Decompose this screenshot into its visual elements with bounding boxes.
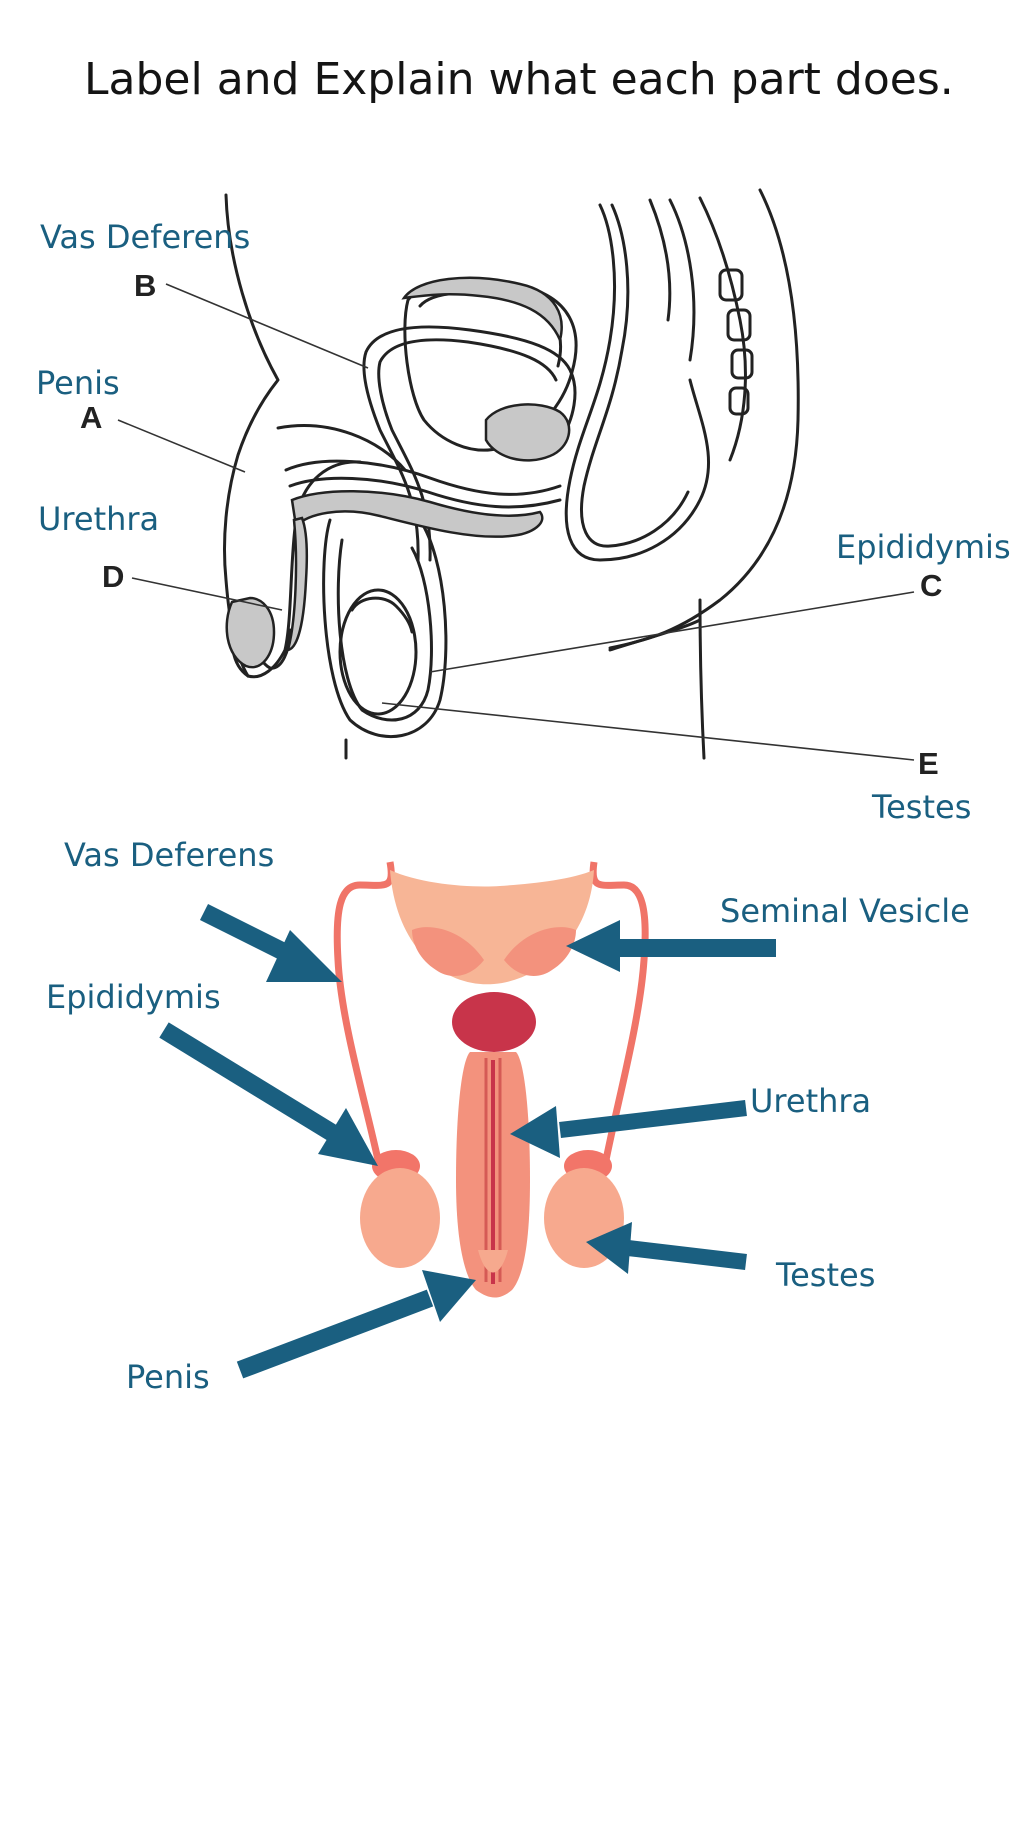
page-title: Label and Explain what each part does. (84, 54, 954, 105)
label-seminal-vesicle: Seminal Vesicle (720, 892, 970, 930)
rectum-outline (564, 203, 711, 562)
leader-line-e (381, 702, 915, 761)
vas-deferens-line (362, 325, 577, 562)
leader-line-c (429, 591, 915, 673)
seminal-vesicle-right (504, 927, 576, 976)
letter-d: D (102, 559, 125, 594)
glans-gray (225, 596, 276, 669)
seminal-vesicle-gray (401, 276, 563, 344)
label-testes-bottom: Testes (776, 1256, 876, 1294)
seminal-vesicle-left (412, 927, 484, 976)
arrow-vas-deferens (199, 903, 342, 982)
arrow-urethra (510, 1100, 747, 1158)
scrotum-outline (322, 518, 448, 739)
label-urethra-top: Urethra (38, 500, 160, 538)
arrow-seminal-vesicle (566, 920, 776, 972)
bladder-shape (390, 870, 594, 985)
letter-c: C (920, 568, 943, 603)
leader-line-b (165, 283, 369, 369)
label-vas-deferens-top: Vas Deferens (40, 218, 251, 256)
testis-shape (338, 588, 418, 716)
arrow-penis (236, 1270, 476, 1379)
arrow-epididymis (159, 1022, 378, 1166)
letter-b: B (134, 268, 157, 303)
spine-outline (608, 188, 800, 650)
arrow-testes (586, 1222, 747, 1274)
label-urethra-bottom: Urethra (750, 1082, 872, 1120)
label-testes-top: Testes (872, 788, 972, 826)
leader-line-d (131, 577, 283, 611)
label-vas-deferens-bottom: Vas Deferens (64, 836, 275, 874)
urethra-gray (286, 516, 309, 652)
prostate-shape (452, 992, 536, 1052)
letter-e: E (918, 746, 939, 781)
leader-line-a (117, 419, 246, 473)
label-penis-top: Penis (36, 364, 120, 402)
label-penis-bottom: Penis (126, 1358, 210, 1396)
prostate-gray (484, 403, 571, 462)
erectile-tissue-gray (290, 490, 544, 538)
label-epididymis-bottom: Epididymis (46, 978, 221, 1016)
letter-a: A (80, 400, 103, 435)
label-epididymis-top: Epididymis (836, 528, 1011, 566)
vas-deferens-left-tube (333, 861, 395, 1161)
urethra-line (284, 459, 562, 496)
frontal-diagram (333, 861, 649, 1298)
testis-left (360, 1168, 440, 1268)
